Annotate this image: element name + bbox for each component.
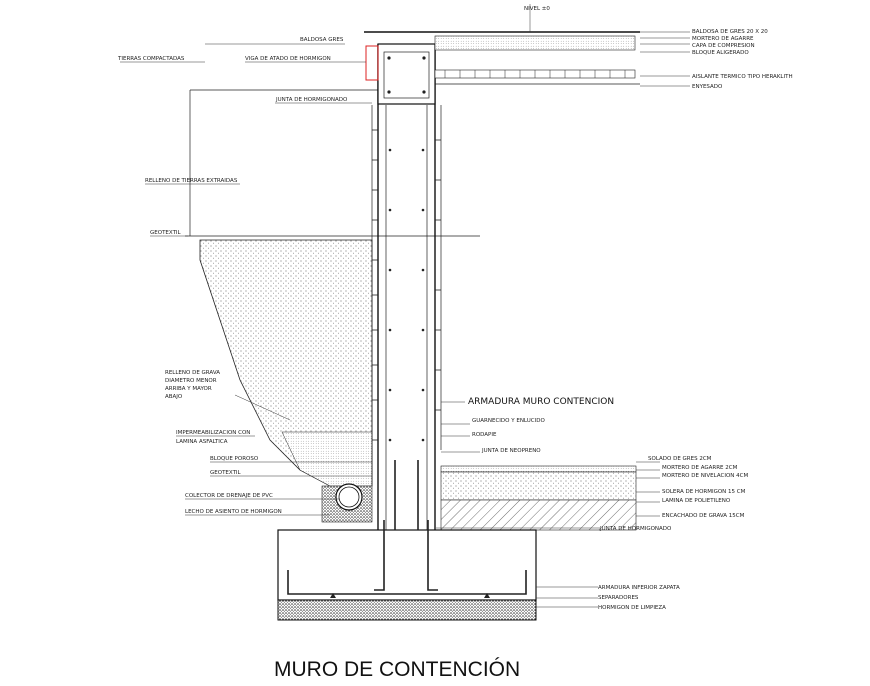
- label-solera-hormigon: SOLERA DE HORMIGON 15 CM: [662, 489, 746, 495]
- label-enlucido: ENYESADO: [692, 84, 723, 90]
- wall-rebar-ticks: [372, 129, 441, 441]
- label-bloque-aligerado: BLOQUE ALIGERADO: [692, 50, 749, 56]
- label-relleno-grava-4: ABAJO: [165, 394, 183, 400]
- earth-fill: [185, 89, 480, 237]
- label-armadura-zapata: ARMADURA INFERIOR ZAPATA: [598, 585, 680, 591]
- label-capa-compresion: CAPA DE COMPRESION: [692, 43, 755, 49]
- label-impermeabilizacion-2: LAMINA ASFALTICA: [176, 439, 228, 445]
- drawing-title: MURO DE CONTENCIÓN: [274, 658, 520, 681]
- label-lecho: LECHO DE ASIENTO DE HORMIGON: [185, 509, 282, 515]
- label-bloque-poroso: BLOQUE POROSO: [210, 456, 259, 462]
- drain-pipe: [335, 483, 363, 511]
- beam-marker: [365, 45, 379, 81]
- label-relleno-grava-2: DIAMETRO MENOR: [165, 378, 217, 384]
- label-hormigon-limpieza: HORMIGON DE LIMPIEZA: [598, 605, 666, 611]
- leader-lines: [120, 4, 690, 608]
- label-relleno-grava-1: RELLENO DE GRAVA: [165, 370, 220, 376]
- label-separadores: SEPARADORES: [598, 595, 639, 601]
- label-aislante: AISLANTE TERMICO TIPO HERAKLITH: [692, 74, 793, 80]
- porous-gravel-lower: [281, 431, 373, 487]
- label-impermeabilizacion-1: IMPERMEABILIZACION CON: [176, 430, 250, 436]
- label-tierras-compactadas: TIERRAS COMPACTADAS: [117, 56, 185, 62]
- label-lamina-polietileno: LAMINA DE POLIETILENO: [662, 498, 731, 504]
- tie-beam: [377, 43, 436, 105]
- label-mortero-agarre-top: MORTERO DE AGARRE: [692, 36, 754, 42]
- label-colector: COLECTOR DE DRENAJE DE PVC: [185, 493, 273, 499]
- label-geotextil-top: GEOTEXTIL: [150, 230, 182, 236]
- label-mortero-agarre: MORTERO DE AGARRE 2CM: [662, 465, 738, 471]
- label-junta-neopreno: JUNTA DE NEOPRENO: [481, 448, 541, 454]
- label-relleno-grava-3: ARRIBA Y MAYOR: [165, 386, 212, 392]
- label-baldosa-gres: BALDOSA GRES: [300, 37, 344, 43]
- rebar-dots: [388, 148, 425, 442]
- label-baldosa-gres-20: BALDOSA DE GRES 20 X 20: [692, 29, 768, 35]
- label-geotextil-bottom: GEOTEXTIL: [210, 470, 242, 476]
- label-rodapie: RODAPIE: [472, 432, 497, 438]
- label-junta-hormigonado-bottom: JUNTA DE HORMIGONADO: [599, 526, 672, 532]
- label-encachado: ENCACHADO DE GRAVA 15CM: [662, 513, 745, 519]
- retaining-wall: [371, 44, 442, 530]
- label-viga-atado: VIGA DE ATADO DE HORMIGON: [245, 56, 331, 62]
- label-relleno-tierras: RELLENO DE TIERRAS EXTRAIDAS: [145, 178, 238, 184]
- label-mortero-nivelacion: MORTERO DE NIVELACION 4CM: [662, 473, 749, 479]
- label-nivel: NIVEL ±0: [524, 6, 550, 12]
- floor-slab-top: [364, 31, 640, 85]
- footing: [277, 460, 537, 621]
- label-guarnecido: GUARNECIDO Y ENLUCIDO: [472, 418, 545, 424]
- label-armadura-muro: ARMADURA MURO CONTENCION: [468, 397, 614, 407]
- label-solado-gres: SOLADO DE GRES 2CM: [648, 456, 712, 462]
- label-junta-hormigonado-top: JUNTA DE HORMIGONADO: [275, 97, 348, 103]
- interior-floor-layers: [440, 465, 637, 531]
